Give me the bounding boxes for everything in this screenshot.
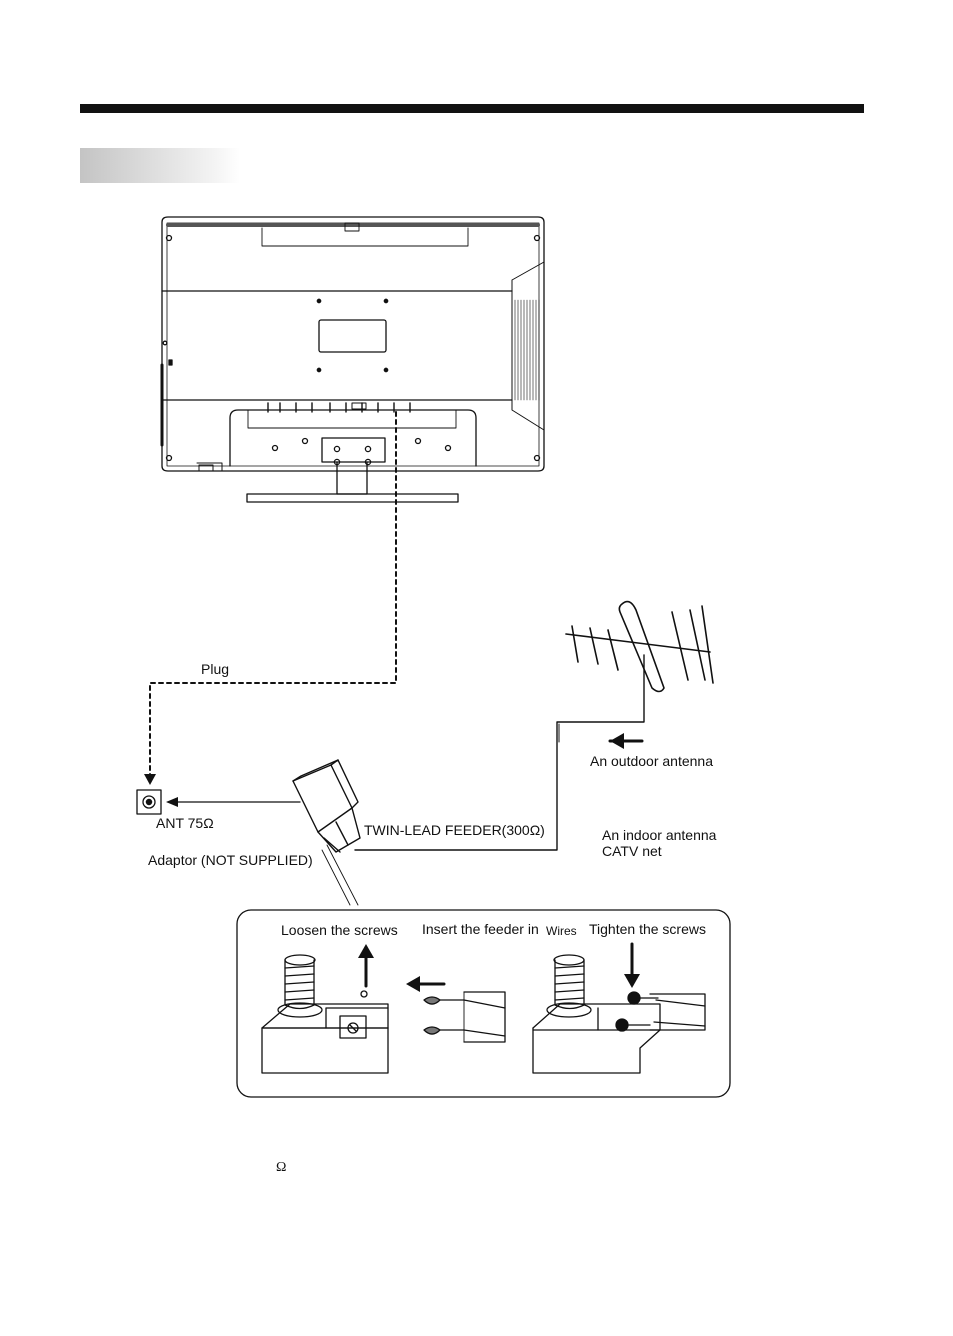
outdoor-antenna-label: An outdoor antenna	[590, 753, 713, 769]
outdoor-antenna-icon	[566, 602, 713, 692]
loosen-step-label: Loosen the screws	[281, 922, 398, 938]
wires-label: Wires	[546, 923, 577, 939]
plug-arrow	[144, 774, 156, 785]
tighten-terminal-icon	[533, 955, 705, 1073]
ant-socket-label: ANT 75Ω	[156, 815, 214, 831]
adaptor-leader-line	[322, 850, 350, 905]
feeder-wires-icon	[424, 992, 505, 1042]
tv-rear-view	[162, 217, 544, 502]
loosen-terminal-icon	[262, 955, 388, 1073]
ant-socket	[137, 790, 161, 814]
tighten-step-label: Tighten the screws	[589, 921, 706, 937]
feeder-label: TWIN-LEAD FEEDER(300Ω)	[364, 822, 545, 838]
insert-step-label: Insert the feeder in	[422, 921, 539, 937]
adaptor	[293, 760, 360, 852]
plug-label: Plug	[201, 661, 229, 677]
terminal-steps-inset	[237, 910, 730, 1097]
plug-cable	[150, 412, 396, 776]
adaptor-label: Adaptor (NOT SUPPLIED)	[148, 852, 313, 868]
catv-label: CATV net	[602, 843, 662, 859]
omega-symbol: Ω	[276, 1160, 286, 1176]
indoor-antenna-label: An indoor antenna	[602, 827, 716, 843]
